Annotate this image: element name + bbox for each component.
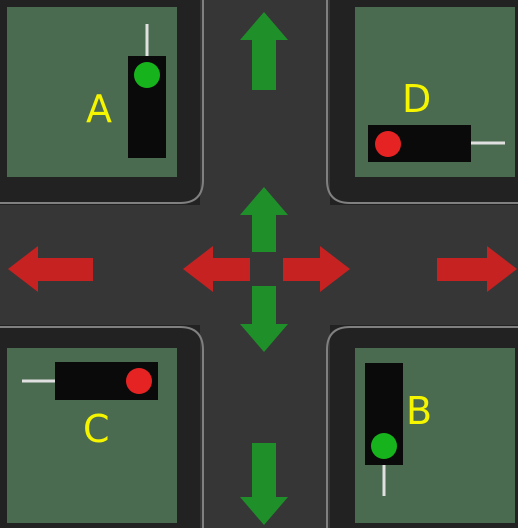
signal-a: A	[86, 24, 166, 158]
red-arrow-icon	[437, 246, 517, 292]
curb-bottom-left	[0, 326, 204, 528]
red-arrows	[8, 246, 517, 292]
signal-d: D	[368, 77, 505, 162]
red-light	[126, 368, 152, 394]
signal-c: C	[22, 362, 158, 451]
signal-label: C	[83, 407, 110, 451]
green-light	[134, 62, 160, 88]
green-arrow-icon	[240, 443, 288, 525]
signal-label: A	[86, 87, 112, 131]
signal-b: B	[365, 363, 432, 496]
signal-label: B	[406, 389, 432, 433]
green-arrow-icon	[240, 286, 288, 352]
red-arrow-icon	[183, 246, 250, 292]
red-arrow-icon	[8, 246, 93, 292]
red-light	[375, 131, 401, 157]
curb-top-right	[326, 0, 518, 204]
green-arrow-icon	[240, 187, 288, 252]
red-arrow-icon	[283, 246, 350, 292]
curb-top-left	[0, 0, 204, 204]
signal-label: D	[402, 77, 431, 121]
green-arrows	[240, 12, 288, 525]
green-arrow-icon	[240, 12, 288, 90]
green-light	[371, 433, 397, 459]
curb-bottom-right	[326, 326, 518, 528]
